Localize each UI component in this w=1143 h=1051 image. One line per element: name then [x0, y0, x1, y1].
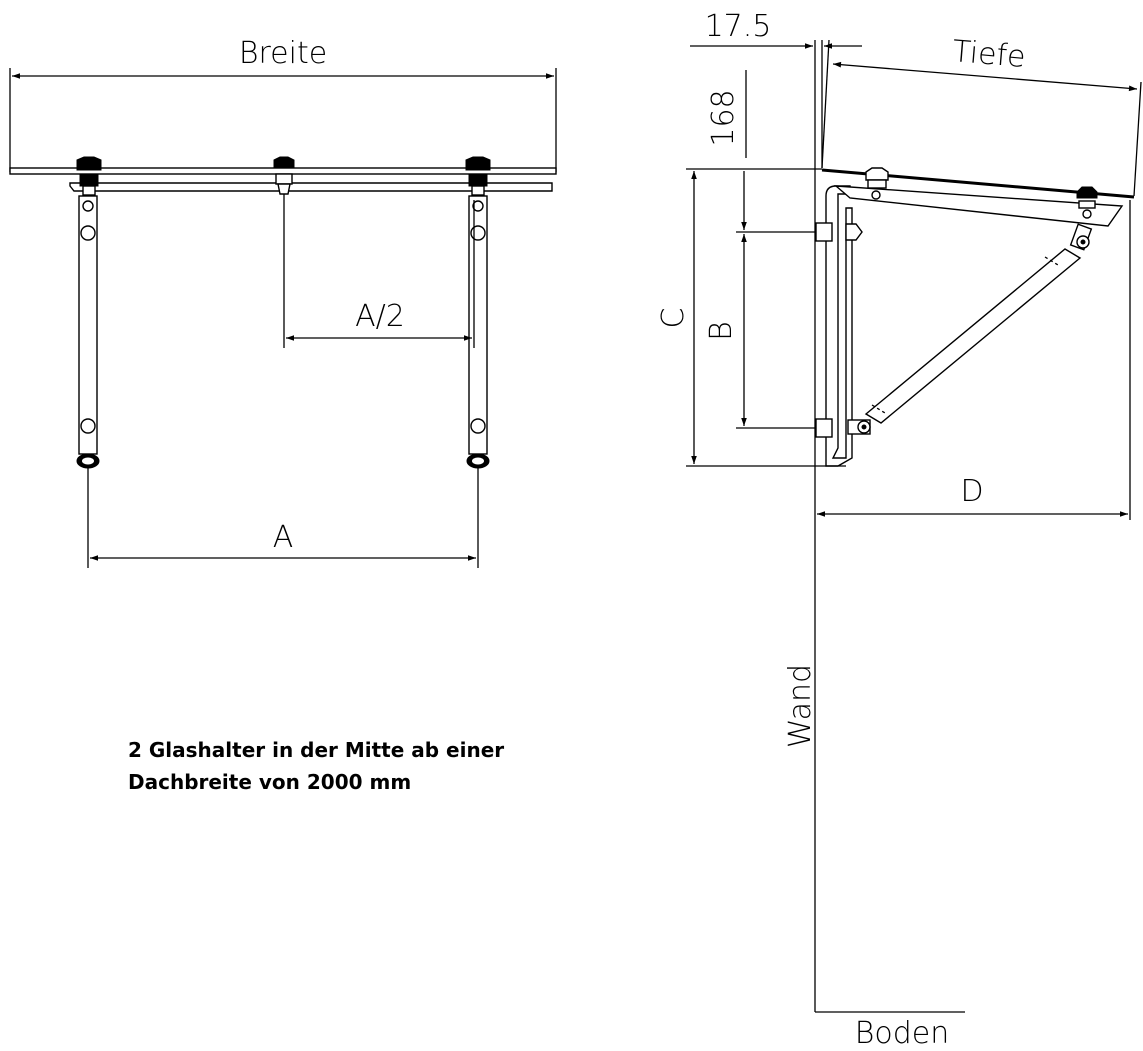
- front-view: Breite: [9, 36, 557, 568]
- bracket-nut-upper: [845, 223, 863, 241]
- glass-holder-right: [465, 156, 491, 196]
- tiefe-dimension-line: [832, 61, 1138, 92]
- b-label: B: [704, 321, 739, 341]
- mounting-rail-front: [69, 182, 553, 192]
- tiefe-extension-right: [1133, 81, 1142, 197]
- note-line-2: Dachbreite von 2000 mm: [128, 770, 411, 794]
- wall-anchor-lower: [815, 418, 833, 438]
- diagonal-strut: [847, 223, 1093, 435]
- wand-label: Wand: [783, 664, 818, 748]
- glass-holder-side-rear: [1076, 186, 1098, 219]
- glass-holder-middle: [273, 156, 295, 195]
- side-view: Wand Boden 17.5 Tiefe 168: [656, 9, 1142, 1051]
- wall-bracket: [825, 185, 853, 467]
- boden-label: Boden: [855, 1016, 950, 1051]
- upper-arm-side: [833, 185, 1124, 227]
- dim-168-label: 168: [706, 89, 741, 146]
- note-line-1: 2 Glashalter in der Mitte ab einer: [128, 738, 504, 762]
- d-label: D: [960, 474, 983, 509]
- glass-holder-side-front: [865, 167, 889, 200]
- c-label: C: [656, 308, 691, 329]
- wall-anchor-upper: [815, 222, 833, 242]
- dim-17-5-label: 17.5: [705, 9, 772, 44]
- tiefe-extension-left: [821, 39, 830, 169]
- breite-label: Breite: [239, 36, 327, 71]
- a-half-label: A/2: [355, 299, 405, 334]
- glass-holder-left: [76, 156, 102, 196]
- tiefe-label: Tiefe: [951, 34, 1027, 75]
- support-post-left: [76, 195, 100, 469]
- a-label: A: [273, 520, 294, 555]
- support-post-right: [466, 195, 490, 469]
